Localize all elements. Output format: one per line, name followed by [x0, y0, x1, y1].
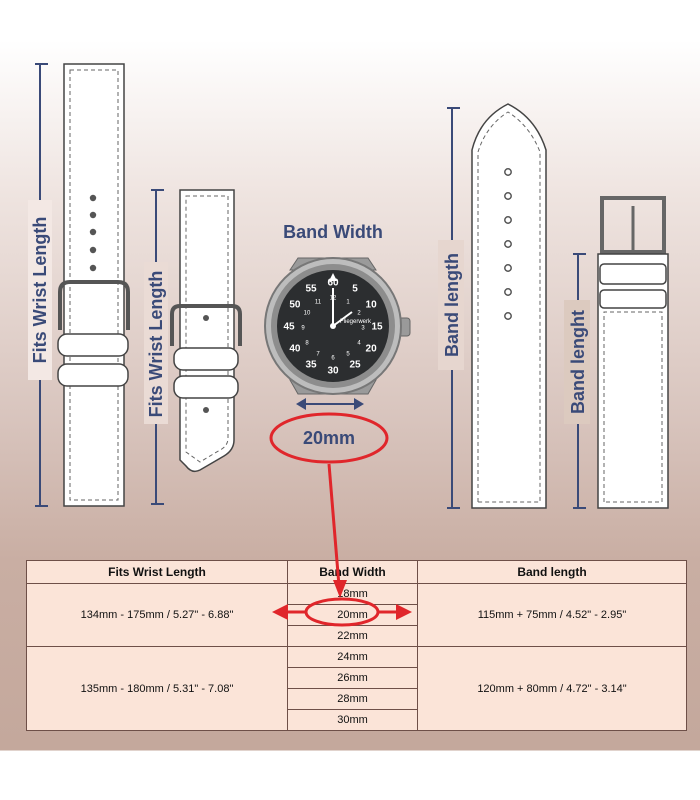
- band-short-dimension: [564, 253, 590, 509]
- fits-wrist-length-label-left: Fits Wrist Length: [30, 217, 50, 364]
- dial-inner-numeral: 5: [346, 352, 350, 358]
- dial-outer-numeral: 60: [327, 278, 339, 289]
- dial-outer-numeral: 55: [305, 283, 317, 294]
- watch-brand-text: Fliegerwerk: [340, 319, 372, 325]
- width-cell: 20mm: [287, 604, 418, 626]
- dial-outer-numeral: 25: [349, 360, 361, 371]
- dial-inner-numeral: 4: [357, 341, 361, 347]
- dial-inner-numeral: 7: [316, 352, 320, 358]
- width-callout-ellipse: [269, 412, 389, 464]
- long-strap: [57, 63, 130, 507]
- band-length-cell: 120mm + 80mm / 4.72" - 3.14": [417, 646, 687, 731]
- dial-inner-numeral: 1: [346, 300, 350, 306]
- dial-outer-numeral: 10: [366, 300, 378, 311]
- size-table: Fits Wrist Length Band Width Band length…: [26, 560, 687, 731]
- table-row: 30mm: [27, 709, 687, 731]
- width-cell: 24mm: [287, 646, 418, 668]
- header-band-width: Band Width: [287, 560, 418, 584]
- dial-outer-numeral: 45: [283, 322, 295, 333]
- dial-inner-numeral: 11: [315, 300, 322, 306]
- width-cell: 18mm: [287, 583, 418, 605]
- table-header-row: Fits Wrist Length Band Width Band length: [26, 560, 687, 584]
- band-long-piece: [471, 103, 547, 509]
- width-cell: 30mm: [287, 709, 418, 731]
- strap-illustrations: Fits Wrist Length Fits Wrist Length: [28, 63, 669, 509]
- width-callout-text: 20mm: [303, 428, 355, 448]
- dial-outer-numeral: 35: [305, 360, 317, 371]
- dial-outer-numeral: 40: [289, 344, 301, 355]
- band-length-cell: 115mm + 75mm / 4.52" - 2.95": [417, 583, 687, 647]
- band-lenght-label: Band lenght: [568, 310, 588, 414]
- wrist-range-cell: 134mm - 175mm / 5.27" - 6.88": [26, 583, 288, 647]
- short-strap-dimension: [144, 189, 168, 505]
- table-row: 135mm - 180mm / 5.31" - 7.08" 24mm 120mm…: [26, 646, 687, 731]
- width-cell: 22mm: [287, 625, 418, 647]
- long-strap-dimension: [28, 63, 52, 507]
- table-row: 134mm - 175mm / 5.27" - 6.88" 18mm 115mm…: [26, 583, 687, 647]
- wrist-range-cell: 135mm - 180mm / 5.31" - 7.08": [26, 646, 288, 731]
- header-band-length: Band length: [417, 560, 687, 584]
- dial-outer-numeral: 30: [327, 366, 339, 377]
- band-width-title: Band Width: [283, 222, 383, 242]
- band-short-piece: [597, 196, 669, 509]
- width-cell: 28mm: [287, 688, 418, 710]
- dial-outer-numeral: 5: [352, 283, 358, 294]
- band-length-dimension: [438, 107, 464, 509]
- header-fits-wrist-length: Fits Wrist Length: [26, 560, 288, 584]
- band-length-label: Band length: [442, 253, 462, 357]
- dial-inner-numeral: 8: [305, 341, 309, 347]
- dial-inner-numeral: 10: [304, 311, 311, 317]
- width-cell: 26mm: [287, 667, 418, 689]
- band-width-arrow: [296, 398, 364, 410]
- dial-inner-numeral: 2: [357, 311, 361, 317]
- fits-wrist-length-label-right: Fits Wrist Length: [146, 271, 166, 418]
- dial-inner-numeral: 3: [361, 326, 365, 332]
- dial-outer-numeral: 20: [366, 344, 378, 355]
- short-strap: [170, 189, 242, 473]
- dial-inner-numeral: 6: [331, 356, 335, 362]
- dial-outer-numeral: 15: [371, 322, 383, 333]
- dial-outer-numeral: 50: [289, 300, 301, 311]
- dial-inner-numeral: 9: [301, 326, 305, 332]
